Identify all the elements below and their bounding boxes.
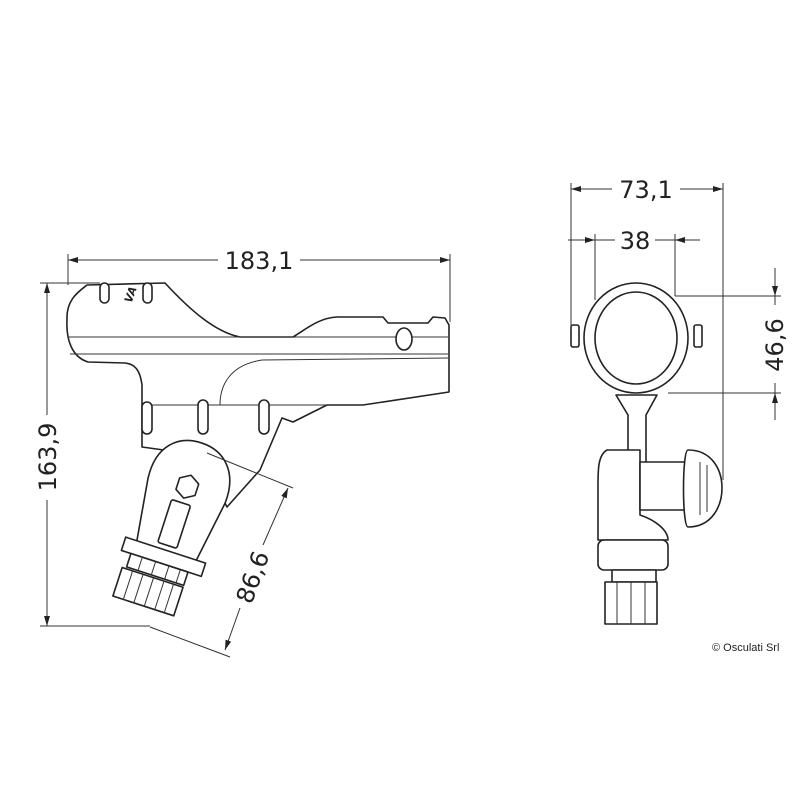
grip-rib [258, 399, 270, 435]
dimension-line [224, 607, 241, 651]
dimension-overall-width: 73,1 [619, 176, 672, 204]
grip-rib [197, 399, 209, 435]
copyright-notice: © Osculati Srl [712, 642, 780, 654]
grip-rib [99, 282, 110, 304]
collar [597, 539, 669, 571]
brand-mark: VA [122, 285, 140, 305]
hex-bolt [175, 474, 200, 499]
dimension-tube-width: 38 [620, 227, 651, 255]
extension-line [206, 452, 294, 489]
lower-body [597, 449, 669, 541]
front-view: 73,1 38 46,6 [568, 176, 789, 625]
tube-opening [594, 291, 678, 385]
dimension-tube-height: 46,6 [761, 318, 789, 371]
mount-hole [395, 327, 413, 351]
knob-shaft [639, 461, 691, 511]
grip-rib [141, 401, 153, 435]
side-screw-right [693, 324, 703, 348]
lock-knob [682, 449, 723, 528]
collar-ring [611, 569, 657, 583]
extension-line [149, 626, 231, 658]
dimension-overall-height: 163,9 [34, 423, 62, 492]
dimension-tilt-length: 86,6 [231, 547, 276, 607]
body-contour [219, 357, 449, 406]
grip-rib [142, 282, 153, 304]
ribbed-nut [112, 566, 184, 617]
side-view: VA 183,1 163,9 86,6 [34, 247, 451, 658]
dimension-line [262, 487, 289, 546]
dimension-overall-length: 183,1 [225, 247, 294, 275]
side-screw-left [570, 324, 580, 348]
swivel-head [112, 439, 231, 617]
